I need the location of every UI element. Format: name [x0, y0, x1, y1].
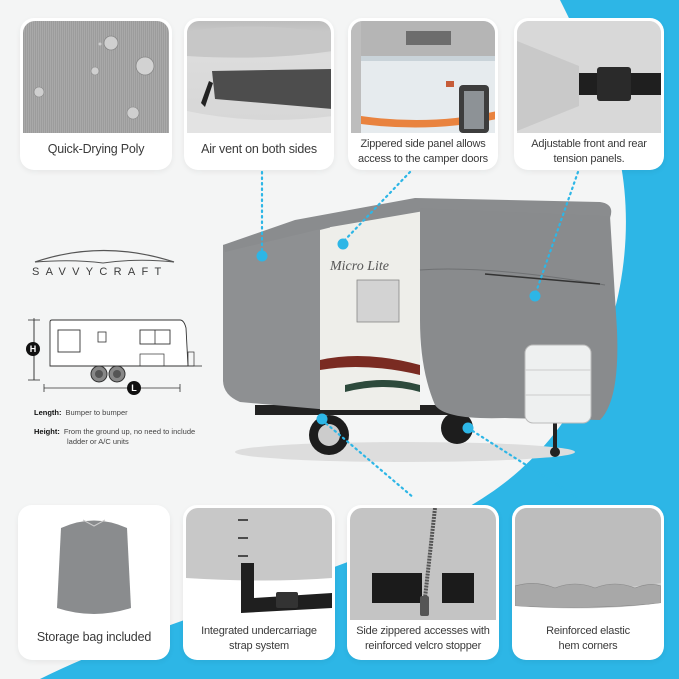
side-panel-icon — [351, 21, 495, 133]
zippered-panel-photo — [351, 21, 495, 133]
height-marker-badge: H — [26, 342, 40, 356]
covered-trailer-image: Micro Lite — [223, 198, 618, 462]
feature-caption: Zippered side panel allows access to the… — [358, 138, 488, 165]
feature-card-quick-drying: Quick-Drying Poly — [20, 18, 172, 170]
vent-opening-icon — [187, 26, 331, 133]
feature-caption: Adjustable front and rear tension panels… — [531, 138, 647, 165]
feature-card-undercarriage-strap: Integrated undercarriage strap system — [183, 505, 335, 660]
brand-name: SAVVYCRAFT — [32, 266, 168, 278]
feature-card-side-zipper: Side zippered accesses with reinforced v… — [347, 505, 499, 660]
length-spec: Length:Bumper to bumper — [34, 408, 128, 417]
elastic-hem-photo — [515, 508, 661, 620]
undercarriage-strap-photo — [186, 508, 332, 620]
feature-caption: Storage bag included — [36, 630, 152, 644]
feature-caption: Quick-Drying Poly — [47, 142, 145, 156]
zipper-velcro-photo — [350, 508, 496, 620]
length-marker-badge: L — [127, 381, 141, 395]
svg-text:Micro Lite: Micro Lite — [329, 259, 389, 274]
feature-caption: Side zippered accesses with reinforced v… — [356, 625, 490, 652]
buckle-icon — [517, 21, 661, 133]
trailer-dimension-diagram — [28, 318, 202, 392]
elastic-hem-icon — [515, 508, 661, 620]
feature-caption: Integrated undercarriage strap system — [201, 625, 317, 652]
water-droplet-icon — [33, 35, 155, 120]
feature-card-zippered-panel: Zippered side panel allows access to the… — [348, 18, 498, 170]
feature-card-air-vent: Air vent on both sides — [184, 18, 334, 170]
savvycraft-logo-arch — [34, 249, 175, 264]
storage-bag-icon — [57, 519, 131, 614]
feature-caption: Reinforced elastic hem corners — [546, 625, 630, 652]
feature-card-elastic-hem: Reinforced elastic hem corners — [512, 505, 664, 660]
height-spec: Height:From the ground up, no need to in… — [34, 427, 196, 446]
air-vent-photo — [187, 21, 331, 133]
feature-card-tension-panels: Adjustable front and rear tension panels… — [514, 18, 664, 170]
feature-card-storage-bag: Storage bag included — [18, 505, 170, 660]
strap-icon — [186, 508, 332, 613]
zipper-icon — [372, 508, 474, 616]
buckle-strap-photo — [517, 21, 661, 133]
fabric-droplets-photo — [23, 21, 169, 133]
feature-caption: Air vent on both sides — [201, 142, 317, 156]
storage-bag-photo — [21, 508, 167, 620]
